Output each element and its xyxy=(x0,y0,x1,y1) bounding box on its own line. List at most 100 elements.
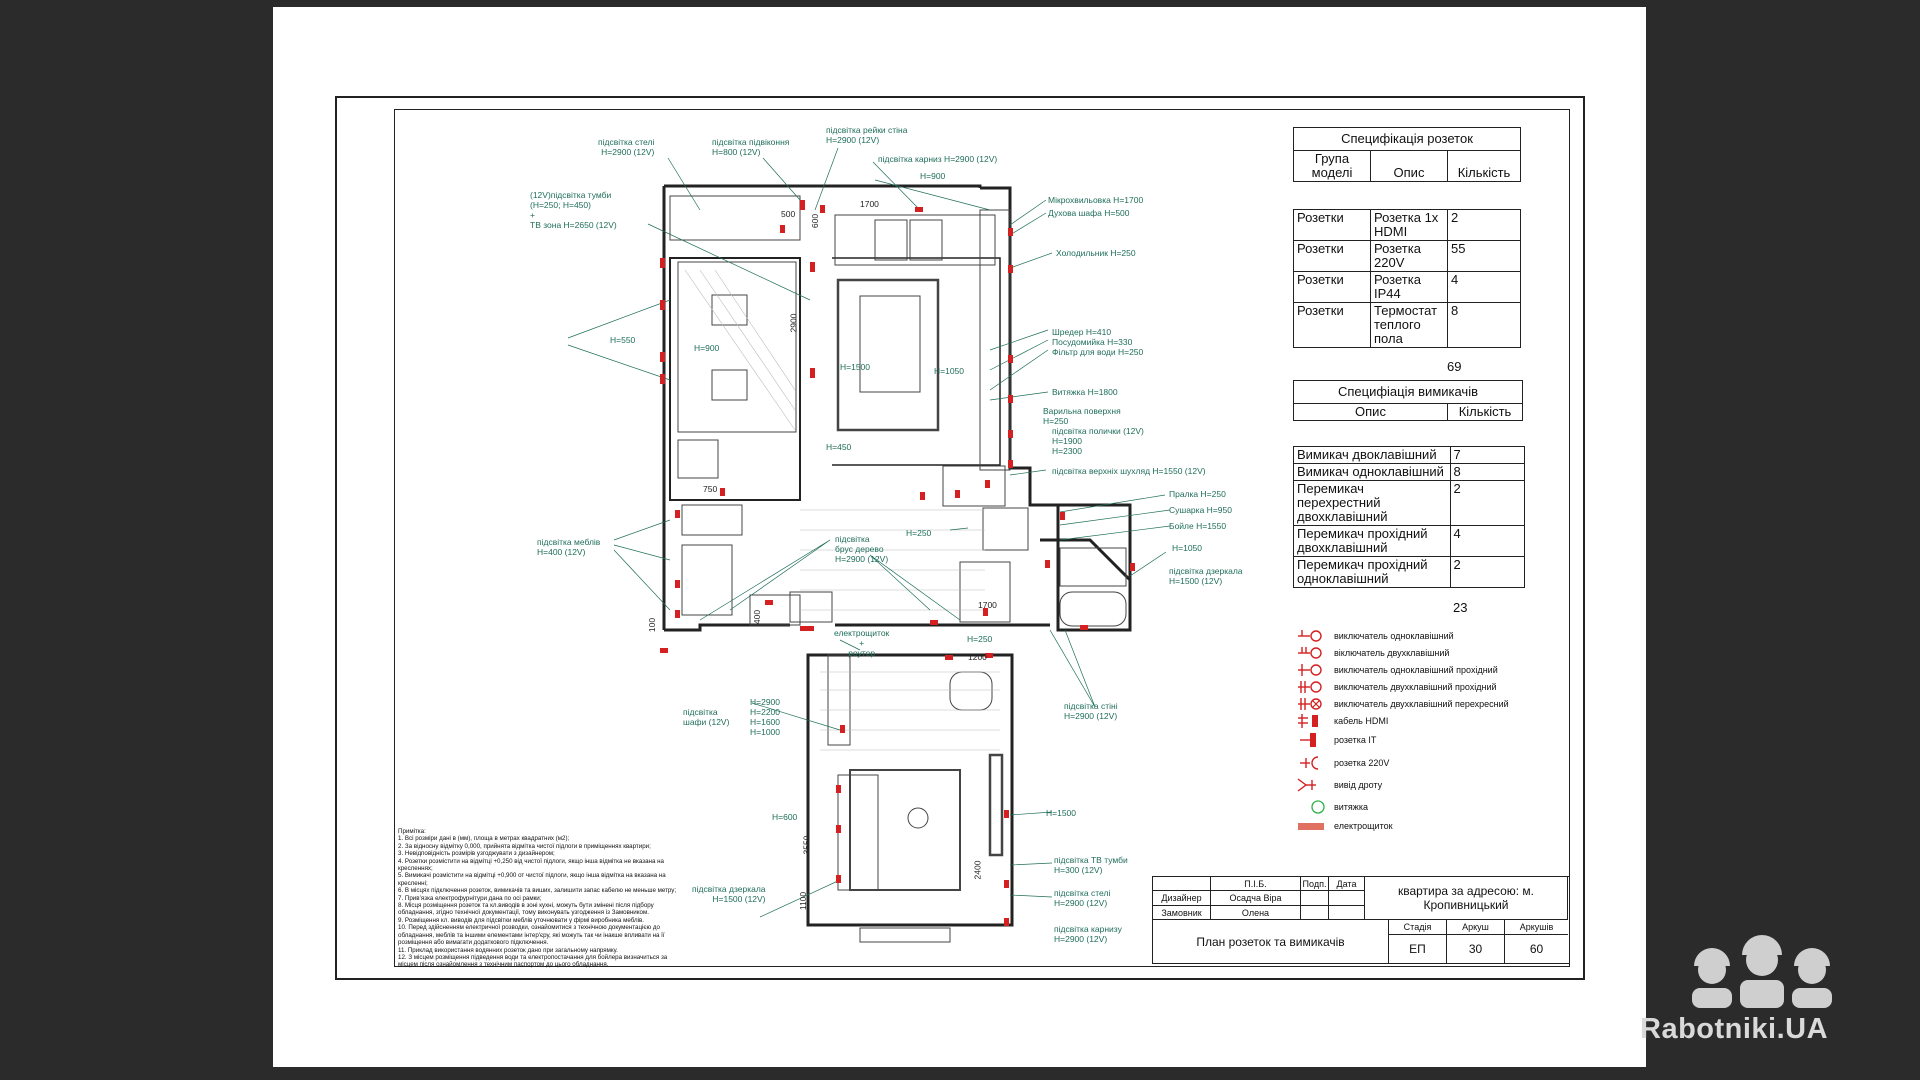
tb-sheet-title: План розеток та вимикачів xyxy=(1153,920,1389,963)
legend-item: виключатель одноклавішний прохідний xyxy=(1296,662,1498,678)
socket-row-desc: Розетка IP44 xyxy=(1370,271,1448,303)
switch-row-desc: Перемикач перехрестний двохклавішний xyxy=(1293,480,1451,526)
label-wardrobe-light: підсвітка шафи (12V) xyxy=(683,707,730,727)
socket-spec-header-qty: Кількість xyxy=(1447,150,1521,182)
legend-label: виключатель одноклавішний прохідний xyxy=(1334,665,1498,675)
panel-icon xyxy=(1296,818,1330,834)
legend-label: розетка 220V xyxy=(1334,758,1390,768)
tb-date-header: Дата xyxy=(1329,877,1365,891)
socket-row-desc: Розетка 220V xyxy=(1370,240,1448,272)
tb-client: Олена xyxy=(1211,906,1301,920)
legend-item: вивід дроту xyxy=(1296,777,1382,793)
label-dryer: Сушарка Н=950 xyxy=(1169,505,1232,515)
switch-row-qty: 4 xyxy=(1449,525,1525,557)
legend-label: виключатель двухклавішний перехресний xyxy=(1334,699,1509,709)
drawing-inner-frame xyxy=(394,109,1570,967)
label-oven: Духова шафа Н=500 xyxy=(1048,208,1130,218)
switch-single-icon xyxy=(1296,628,1330,644)
plan-floor-hatch xyxy=(684,269,1000,751)
dim-1700: 1700 xyxy=(860,199,879,209)
note-item: 2. За відносну відмітку 0,000, прийнята … xyxy=(398,842,651,850)
tb-empty xyxy=(1301,891,1329,906)
switch-row-desc: Перемикач прохідний одноклавішний xyxy=(1293,556,1451,588)
label-sill-light: підсвітка підвіконня Н=800 (12V) xyxy=(712,137,790,157)
legend-item: виключатель одноклавішний xyxy=(1296,628,1454,644)
switch-spec-table: Специфіація вимикачів Опис Кількість xyxy=(1293,380,1523,421)
label-beam-light: підсвітка брус дерево Н=2900 (12V) xyxy=(835,534,889,564)
dim-3550: 3550 xyxy=(801,835,812,855)
legend-item: електрощиток xyxy=(1296,818,1393,834)
label-wall-light: підсвітка стіні Н=2900 (12V) xyxy=(1064,701,1118,721)
wire-outlet-icon xyxy=(1296,777,1330,793)
switch-double-pass-icon xyxy=(1296,679,1330,695)
socket-row-qty: 55 xyxy=(1447,240,1521,272)
socket-spec-header-group: Група моделі xyxy=(1293,150,1371,182)
label-h1050a: Н=1050 xyxy=(934,366,965,376)
label-ceiling-light: підсвітка стелі Н=2900 (12V) xyxy=(598,137,655,157)
tb-address: квартира за адресою: м. Кропивницький xyxy=(1365,877,1568,920)
legend-label: вивід дроту xyxy=(1334,780,1383,790)
label-water-filter: Фільтр для води Н=250 xyxy=(1052,347,1144,357)
tb-empty xyxy=(1301,906,1329,920)
label-ceiling-light-2: підсвітка стелі Н=2900 (12V) xyxy=(1054,888,1111,908)
switch-spec-title: Специфіація вимикачів xyxy=(1293,380,1523,404)
note-item: 9. Розміщення кл. виводів для підсвітки … xyxy=(398,916,644,924)
watermark-workers-icon xyxy=(1692,935,1832,1008)
label-h600: Н=600 xyxy=(772,812,798,822)
label-heights: Н=2900 Н=2200 Н=1600 Н=1000 xyxy=(750,697,781,737)
legend-item: кабель HDMI xyxy=(1296,713,1388,729)
switch-row-qty: 2 xyxy=(1449,480,1525,526)
socket-row-qty: 4 xyxy=(1447,271,1521,303)
socket-row-group: Розетки xyxy=(1293,240,1371,272)
dim-1700b: 1700 xyxy=(978,600,997,610)
label-shredder: Шредер Н=410 xyxy=(1052,327,1112,337)
note-item: 1. Всі розміри дані в (мм), площа в метр… xyxy=(398,835,570,843)
label-cornice-light: підсвітка карниз Н=2900 (12V) xyxy=(878,154,998,164)
legend-label: розетка IT xyxy=(1334,735,1377,745)
switch-row-desc: Перемикач прохідний двохклавішний xyxy=(1293,525,1451,557)
label-tv-cabinet: (12V)підсвітка тумби (Н=250; Н=450) + ТВ… xyxy=(530,190,617,230)
tb-empty xyxy=(1153,877,1211,891)
note-item: 5. Вимикачі розмістити на відмітці +0,90… xyxy=(398,872,666,887)
tb-sheets-total: 60 xyxy=(1529,942,1544,956)
switch-spec-header-qty: Кількість xyxy=(1447,403,1523,421)
tb-sheet-no: 30 xyxy=(1447,935,1505,963)
dim-2900: 2900 xyxy=(788,313,799,333)
label-washer: Пралка Н=250 xyxy=(1169,489,1226,499)
label-microwave: Мікрохвильовка Н=1700 xyxy=(1048,195,1144,205)
plan-walls xyxy=(662,184,1132,927)
label-h1500a: Н=1500 xyxy=(840,362,871,372)
label-h900b: Н=900 xyxy=(694,343,720,353)
note-item: 8. Місця розміщення розеток та кл.виводі… xyxy=(398,902,654,917)
tb-pib-header: П.І.Б. xyxy=(1211,877,1301,891)
title-block: П.І.Б. Подп. Дата Дизайнер Осадча Віра З… xyxy=(1152,876,1570,964)
hood-icon xyxy=(1296,799,1330,815)
drawing-notes: Примітка: 1. Всі розміри дані в (мм), пл… xyxy=(398,828,688,969)
dim-2400: 2400 xyxy=(972,860,983,880)
label-mirror-light: підсвітка дзеркала Н=1500 (12V) xyxy=(1169,566,1243,586)
label-tv-stand-light: підсвітка ТВ тумби Н=300 (12V) xyxy=(1054,855,1128,875)
label-cornice-light-2: підсвітка карнизу Н=2900 (12V) xyxy=(1054,924,1122,944)
label-cooktop: Варильна поверхня Н=250 xyxy=(1043,406,1121,426)
label-h900: Н=900 xyxy=(920,171,946,181)
tb-sheets-label: Аркушів xyxy=(1505,920,1568,935)
dim-1200: 1200 xyxy=(968,652,987,662)
switch-row-qty: 8 xyxy=(1449,463,1525,481)
label-h250: Н=250 xyxy=(906,528,932,538)
note-item: 3. Невідповідність розмірів узгоджувати … xyxy=(398,850,555,858)
legend-item: розетка 220V xyxy=(1296,755,1389,771)
legend-label: віключатель двухклавішний xyxy=(1334,648,1450,658)
label-shelf-light: підсвітка полички (12V) Н=1900 Н=2300 xyxy=(1052,426,1144,456)
label-h550: Н=550 xyxy=(610,335,636,345)
tb-sign-header: Подп. xyxy=(1301,877,1329,891)
label-hood: Витяжка Н=1800 xyxy=(1052,387,1118,397)
label-h450: Н=450 xyxy=(826,442,852,452)
note-item: 12. З місцем розміщення підведення води … xyxy=(398,953,668,969)
dim-600: 600 xyxy=(810,213,821,229)
dim-400: 400 xyxy=(752,609,763,625)
